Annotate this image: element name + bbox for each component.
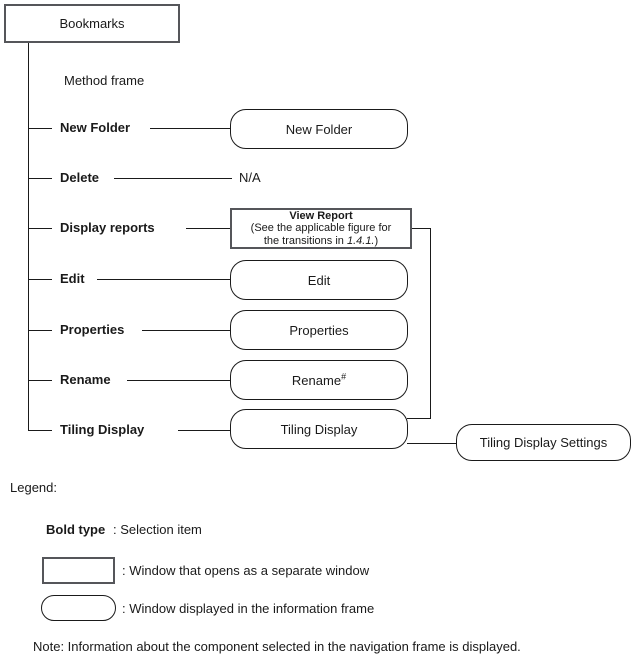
connector-line <box>127 380 230 381</box>
connector-line <box>186 228 230 229</box>
branch-line <box>28 228 52 229</box>
legend-rounded-desc: : Window displayed in the information fr… <box>122 601 375 616</box>
menu-item-display-reports: Display reports <box>60 220 155 235</box>
bookmarks-window-box: Bookmarks <box>4 4 180 43</box>
bookmarks-window-label: Bookmarks <box>59 16 125 31</box>
edit-frame-box: Edit <box>230 260 408 300</box>
tiling-display-settings-label: Tiling Display Settings <box>479 435 608 450</box>
view-report-title: View Report <box>289 209 353 222</box>
view-report-line3: the transitions in 1.4.1.) <box>263 234 379 247</box>
bracket-vertical-line <box>430 228 431 419</box>
properties-frame-box: Properties <box>230 310 408 350</box>
branch-line <box>28 380 52 381</box>
legend-bold-desc: : Selection item <box>113 522 202 537</box>
menu-item-rename: Rename <box>60 372 111 387</box>
view-report-line2: (See the applicable figure for <box>250 222 392 235</box>
view-report-text: View Report (See the applicable figure f… <box>251 210 392 248</box>
branch-line <box>28 128 52 129</box>
connector-line <box>178 430 230 431</box>
rename-frame-label: Rename# <box>291 371 347 388</box>
branch-line <box>28 178 52 179</box>
legend-heading: Legend: <box>10 480 57 495</box>
delete-target-na: N/A <box>239 170 261 185</box>
menu-item-properties: Properties <box>60 322 125 337</box>
branch-line <box>28 430 52 431</box>
legend-rect-swatch <box>42 557 115 584</box>
bracket-top-line <box>412 228 431 229</box>
footnote-marker: # <box>341 371 347 382</box>
edit-frame-label: Edit <box>307 272 331 288</box>
note-text: Note: Information about the component se… <box>33 639 521 654</box>
menu-item-new-folder: New Folder <box>60 120 131 135</box>
menu-item-edit: Edit <box>60 271 85 286</box>
menu-item-delete: Delete <box>60 170 100 185</box>
new-folder-frame-label: New Folder <box>285 121 353 137</box>
legend-rounded-swatch <box>41 595 116 621</box>
settings-connector-line <box>407 443 456 444</box>
properties-frame-label: Properties <box>289 322 349 338</box>
connector-line <box>114 178 232 179</box>
rename-frame-box: Rename# <box>230 360 408 400</box>
method-frame-label: Method frame <box>64 73 145 88</box>
tiling-display-settings-box: Tiling Display Settings <box>456 424 631 461</box>
branch-line <box>28 279 52 280</box>
tiling-display-frame-label: Tiling Display <box>280 421 358 437</box>
connector-line <box>150 128 230 129</box>
connector-line <box>142 330 230 331</box>
bracket-bottom-line <box>407 418 431 419</box>
legend-rect-desc: : Window that opens as a separate window <box>122 563 370 578</box>
branch-line <box>28 330 52 331</box>
view-report-window-box: View Report (See the applicable figure f… <box>230 208 412 249</box>
section-reference: 1.4.1. <box>346 234 375 247</box>
menu-item-tiling-display: Tiling Display <box>60 422 145 437</box>
tree-trunk-line <box>28 43 29 431</box>
legend-bold-sample: Bold type <box>46 522 106 537</box>
new-folder-frame-box: New Folder <box>230 109 408 149</box>
tiling-display-frame-box: Tiling Display <box>230 409 408 449</box>
connector-line <box>97 279 230 280</box>
